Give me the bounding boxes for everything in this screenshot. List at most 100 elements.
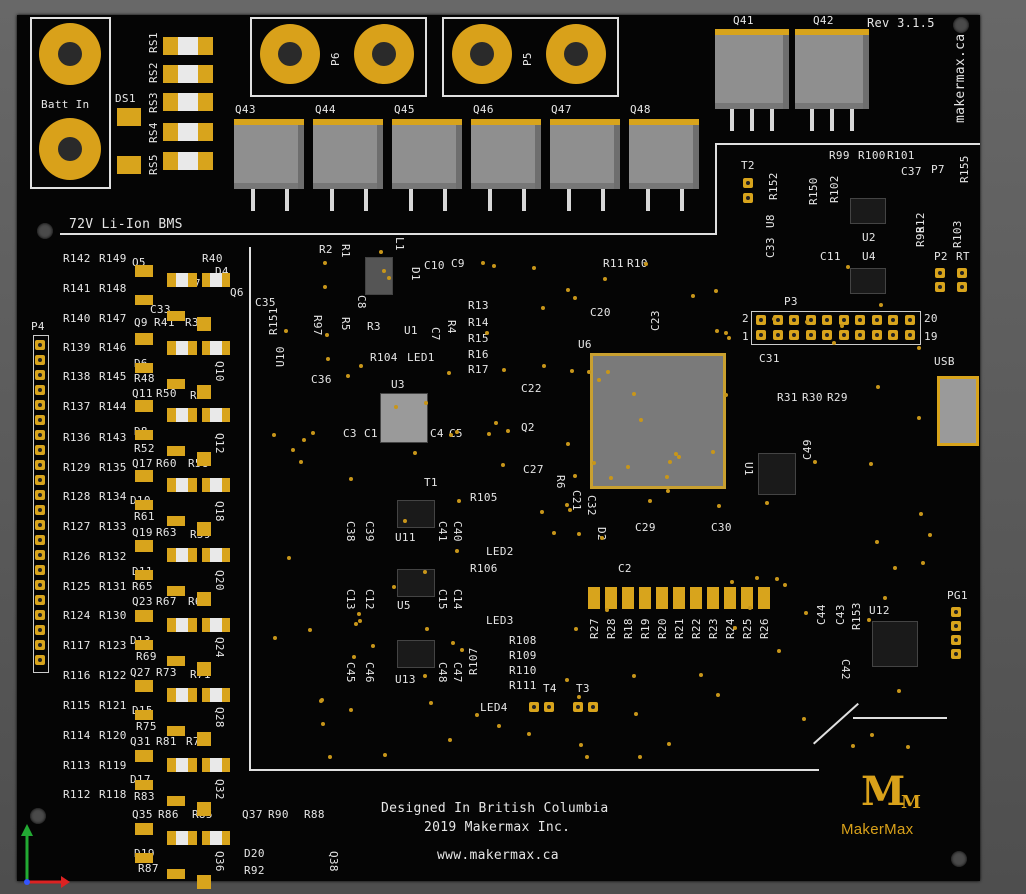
left-r-1: R148 bbox=[99, 282, 127, 295]
q43-leg bbox=[251, 189, 255, 211]
q47-label: Q47 bbox=[551, 103, 572, 116]
p3-pin bbox=[904, 315, 915, 325]
q42-mosfet bbox=[795, 29, 869, 109]
p3-pin bbox=[838, 315, 849, 325]
via-dot bbox=[850, 743, 855, 748]
via-dot bbox=[916, 346, 921, 351]
r97-label: R97 bbox=[311, 315, 324, 336]
r101-label: R101 bbox=[887, 149, 915, 162]
via-dot bbox=[727, 335, 732, 340]
via-dot bbox=[322, 260, 327, 265]
balancing-part bbox=[135, 430, 153, 440]
r153-label: R153 bbox=[850, 602, 863, 630]
d17-label: D17 bbox=[130, 774, 151, 785]
c44-label: C44 bbox=[815, 604, 828, 625]
c45-label: C45 bbox=[344, 662, 357, 683]
via-dot bbox=[606, 369, 610, 374]
balancing-part bbox=[202, 688, 231, 702]
r29-label: R29 bbox=[827, 391, 848, 404]
pcb-board: Batt In DS1 RS1 RS2 RS3 RS4 RS5 P6 P5 Q4… bbox=[17, 15, 980, 889]
u3-regulator bbox=[380, 393, 428, 443]
r107-label: R107 bbox=[467, 647, 480, 675]
p4-pin bbox=[35, 430, 45, 440]
balancing-part bbox=[202, 548, 231, 562]
balancing-part bbox=[135, 750, 153, 762]
mount-hole-4 bbox=[953, 17, 969, 33]
u12-label: U12 bbox=[869, 604, 890, 617]
left-r-9: R133 bbox=[99, 520, 127, 533]
via-dot bbox=[677, 454, 682, 459]
balancing-part bbox=[167, 758, 197, 772]
bottom-resistor-pad bbox=[724, 587, 736, 609]
r102-label: R102 bbox=[828, 175, 841, 203]
via-dot bbox=[870, 733, 875, 738]
balancing-part bbox=[197, 522, 211, 536]
r1-label: R1 bbox=[339, 244, 352, 258]
via-dot bbox=[710, 449, 715, 454]
p3-pin2-label: 2 bbox=[742, 312, 749, 325]
via-dot bbox=[605, 608, 610, 613]
r100-label: R100 bbox=[858, 149, 886, 162]
q47-leg-b bbox=[601, 189, 605, 211]
ds1-pad-bottom bbox=[117, 156, 141, 174]
p6-label: P6 bbox=[329, 52, 342, 66]
r61-label: R61 bbox=[134, 510, 155, 523]
left-r-18: R118 bbox=[99, 788, 127, 801]
p4-pin bbox=[35, 415, 45, 425]
via-dot bbox=[446, 370, 451, 375]
c7-label: C7 bbox=[429, 327, 442, 341]
via-dot bbox=[892, 565, 897, 570]
via-dot bbox=[423, 673, 428, 678]
balancing-part bbox=[167, 311, 185, 321]
u2-chip bbox=[850, 198, 886, 224]
q44-mosfet bbox=[313, 119, 383, 189]
rs2-label: RS2 bbox=[147, 62, 160, 83]
via-dot bbox=[356, 611, 361, 616]
u8-label: U8 bbox=[764, 214, 777, 228]
via-dot bbox=[323, 284, 328, 289]
designed-line-2: 2019 Makermax Inc. bbox=[424, 820, 571, 835]
u4-label: U4 bbox=[862, 250, 876, 263]
batt-pad-2 bbox=[39, 118, 101, 180]
c9-label: C9 bbox=[451, 257, 465, 270]
pg1-pin-3 bbox=[951, 635, 961, 645]
p4-pin bbox=[35, 565, 45, 575]
rt-pin-1 bbox=[957, 268, 967, 278]
usb-connector[interactable] bbox=[937, 376, 979, 446]
via-dot bbox=[584, 755, 589, 760]
via-dot bbox=[716, 693, 721, 698]
q5-label: Q5 bbox=[132, 256, 146, 269]
p6-connector bbox=[250, 17, 427, 97]
r86-label: R86 bbox=[158, 808, 179, 821]
r110-label: R110 bbox=[509, 664, 537, 677]
via-dot bbox=[775, 576, 780, 581]
via-dot bbox=[474, 712, 479, 717]
via-dot bbox=[845, 264, 850, 269]
r105-label: R105 bbox=[470, 491, 498, 504]
p3-pin bbox=[789, 315, 799, 325]
u3-label: U3 bbox=[391, 378, 405, 391]
logo-sub-mark: M bbox=[901, 792, 922, 813]
left-r-16: R120 bbox=[99, 729, 127, 742]
r155-label: R155 bbox=[958, 155, 971, 183]
p4-pin bbox=[35, 550, 45, 560]
via-dot bbox=[485, 331, 490, 336]
via-dot bbox=[565, 502, 570, 507]
q45-leg bbox=[409, 189, 413, 211]
via-dot bbox=[600, 536, 605, 540]
q18-label: Q18 bbox=[213, 501, 226, 522]
via-dot bbox=[491, 264, 496, 269]
led2-label: LED2 bbox=[486, 545, 514, 558]
via-dot bbox=[382, 752, 387, 757]
p4-pin bbox=[35, 370, 45, 380]
r65-label: R65 bbox=[132, 580, 153, 593]
left-r-10: R132 bbox=[99, 550, 127, 563]
q41-mosfet bbox=[715, 29, 789, 109]
t2-label: T2 bbox=[741, 159, 755, 172]
via-dot bbox=[487, 432, 492, 437]
r52-label: R52 bbox=[134, 442, 155, 455]
via-dot bbox=[920, 560, 925, 565]
c15-label: C15 bbox=[436, 589, 449, 610]
c2-label: C2 bbox=[618, 562, 632, 575]
